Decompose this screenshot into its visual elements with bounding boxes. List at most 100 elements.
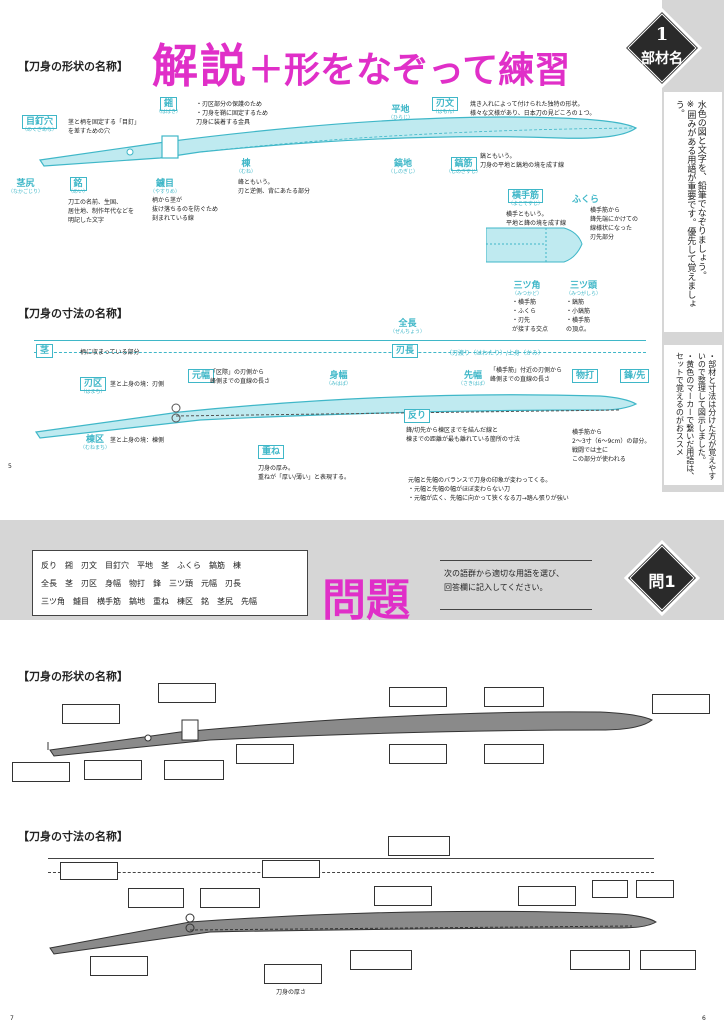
term-hamon: 刃文（はもん） [432, 97, 459, 115]
main-title: 解説＋形をなぞって練習 [152, 30, 570, 96]
side-note-box-2 [664, 345, 722, 485]
word-bank-row-3: 三ツ角 鑢目 横手筋 鎬地 重ね 棟区 銘 茎尻 先幅 [41, 597, 257, 606]
answer-box[interactable] [158, 683, 216, 703]
answer-box[interactable] [128, 888, 184, 908]
desc-habaki: ・刃区部分の保護のため ・刀身を鞘に固定するため 刀身に装着する金具 [196, 101, 269, 126]
term-mei: 銘（めい） [68, 177, 89, 195]
answer-box[interactable] [570, 950, 630, 970]
dim-mihaba: 身幅（みはば） [326, 371, 352, 387]
sword-shape-diagram [38, 116, 638, 167]
desc-saki: 「横手筋」付近の刃側から 峰側までの直線の長さ [490, 367, 563, 383]
desc-nakago: 柄に収まっている部分 [80, 349, 140, 356]
answer-box[interactable] [90, 956, 148, 976]
term-mitsukado: 三ツ角（みつかど） [512, 281, 543, 297]
term-yasurime: 鑢目（やすりめ） [150, 179, 181, 195]
dim-sori: 反り [404, 409, 431, 423]
desc-hacho: （刃渡り（はわたり）/上身（かみ） [446, 350, 545, 357]
answer-box[interactable] [388, 836, 450, 856]
dim-kissaki: 鋒/先 [620, 369, 650, 383]
answer-box[interactable] [484, 744, 544, 764]
desc-fukura: 横手筋から 鋒先端にかけての 線様状になった 刃先部分 [590, 207, 639, 241]
dim-hamachi: 刃区（はまち） [80, 377, 107, 395]
dim-zencho: 全長（ぜんちょう） [390, 319, 426, 335]
desc-kasane: 刀身の厚み。 重ねが「厚い/薄い」と表現する。 [258, 465, 351, 481]
answer-box[interactable] [350, 950, 412, 970]
desc-yasurime: 柄から茎が 抜け落ちるのを防ぐため 刻まれている線 [152, 197, 219, 222]
desc-hamon: 焼き入れによって付けられた独特の形状。 様々な文様があり、日本刀の見どころの１つ… [470, 101, 596, 117]
q-nakago-line [48, 872, 654, 873]
answer-box[interactable] [12, 762, 70, 782]
answer-box[interactable] [518, 886, 576, 906]
side-note-4: ・黄色のマーカーで繋いだ用語は、セットで覚えるのがおススメ [675, 352, 695, 480]
answer-box[interactable] [636, 880, 674, 898]
answer-box[interactable] [264, 964, 322, 984]
dim-saki: 先幅（さきはば） [458, 371, 489, 387]
q-shape-section-title: 【刀身の形状の名称】 [18, 670, 128, 683]
term-mitsugashira: 三ツ頭（みつがしら） [566, 281, 602, 297]
question-title: 問題 [322, 575, 410, 626]
page-number-left: 7 [10, 1015, 14, 1022]
side-note-1: 水色の図と文字を、鉛筆でなぞりましょう。 [695, 100, 706, 280]
term-shinogisuji: 鎬筋（しのぎすじ） [446, 157, 482, 175]
badge-label: 部材名 [641, 51, 683, 67]
answer-box[interactable] [652, 694, 710, 714]
desc-mekugiana: 茎と柄を固定する「目釘」を差すための穴 [68, 119, 138, 135]
answer-box[interactable] [374, 886, 432, 906]
dim-nakago: 茎 [36, 344, 54, 358]
dim-moto: 元幅 [188, 369, 215, 383]
answer-box[interactable] [60, 862, 118, 880]
answer-box[interactable] [484, 687, 544, 707]
thickness-label: 刀身の厚さ [276, 989, 307, 996]
instruction-box: 次の語群から適切な用語を選び、 回答欄に記入してください。 [440, 560, 592, 610]
page-number-top: 5 [8, 463, 12, 470]
main-title-text: 解説 [152, 39, 248, 93]
answer-box[interactable] [640, 950, 696, 970]
shape-section-title: 【刀身の形状の名称】 [18, 60, 128, 73]
word-bank-row-2: 全長 茎 刃区 身幅 物打 鋒 三ツ頭 元幅 刃長 [41, 579, 241, 588]
desc-sori: 鋒/切先から棟区までを結んだ線と 棟までの距離が最も離れている箇所の寸法 [406, 427, 520, 443]
term-habaki: 鎺（はばき） [156, 97, 182, 115]
side-note-3: ・部材と寸法は分けた方が覚えやすいので整理して図示しました。 [697, 352, 717, 480]
term-mune: 棟（むね） [236, 159, 257, 175]
desc-mei: 刀工の名前、生国、 居住地、制作年代などを 明記した文字 [68, 199, 135, 224]
q-sword-shape [47, 711, 653, 757]
term-yokotesuji: 横手筋（よこてすじ） [508, 189, 544, 207]
answer-box[interactable] [164, 760, 224, 780]
desc-moto: 「区際」の刃側から 峰側までの直線の長さ [210, 369, 271, 385]
dim-kasane: 重ね [258, 445, 285, 459]
page-number-right: 6 [702, 1015, 706, 1022]
answer-box[interactable] [200, 888, 260, 908]
answer-box[interactable] [592, 880, 628, 898]
desc-shinogisuji: 鎬ともいう。 刀身の平地と鎬地の境を成す線 [480, 153, 565, 169]
desc-mitsukado: ・横手筋 ・ふくら ・刃先 が接する交点 [512, 299, 549, 333]
question-badge: 問1 [623, 539, 701, 617]
instruction-text: 次の語群から適切な用語を選び、 回答欄に記入してください。 [444, 569, 564, 592]
sword-dim-diagram [34, 394, 638, 439]
nakago-line [34, 352, 646, 353]
dim-munemachi: 棟区（むねまち） [80, 435, 111, 451]
question-badge-label: 問1 [648, 572, 676, 591]
dim-monouchi: 物打 [572, 369, 599, 383]
answer-box[interactable] [262, 860, 320, 878]
desc-munemachi: 茎と上身の境：棟側 [110, 437, 165, 444]
answer-box[interactable] [236, 744, 294, 764]
term-nakagojiri: 茎尻（なかごじり） [8, 179, 44, 195]
desc-hamachi: 茎と上身の境：刃側 [110, 381, 165, 388]
side-note-2: ※囲みがある用語が重要です。優先して覚えましょう。 [673, 100, 696, 308]
q-dim-section-title: 【刀身の寸法の名称】 [18, 830, 128, 843]
answer-box[interactable] [62, 704, 120, 724]
desc-monouchi: 横手筋から 2〜3寸（6〜9cm）の部分。 戦闘では主に この部分が使われる [572, 429, 651, 463]
word-bank: 反り 鎺 刃文 目釘穴 平地 茎 ふくら 鎬筋 棟 全長 茎 刃区 身幅 物打 … [32, 550, 308, 616]
badge-number: 1 [655, 24, 669, 45]
question-badge-icon [623, 539, 701, 617]
desc-yokotesuji: 横手ともいう。 平地と鋒の境を成す線 [506, 211, 567, 227]
answer-box[interactable] [389, 744, 447, 764]
word-bank-row-1: 反り 鎺 刃文 目釘穴 平地 茎 ふくら 鎬筋 棟 [41, 561, 241, 570]
answer-box[interactable] [84, 760, 142, 780]
desc-mune: 峰ともいう。 刃と逆側、背にあたる部分 [238, 179, 311, 195]
answer-box[interactable] [389, 687, 447, 707]
term-fukura: ふくら [572, 195, 600, 205]
kissaki-closeup [486, 227, 583, 263]
balance-note: 元幅と先幅のバランスで刀身の印象が変わってくる。 ・元幅と先幅の幅がほぼ変わらな… [408, 477, 569, 502]
desc-mitsugashira: ・鎬筋 ・小鎬筋 ・横手筋 の頂点。 [566, 299, 591, 333]
